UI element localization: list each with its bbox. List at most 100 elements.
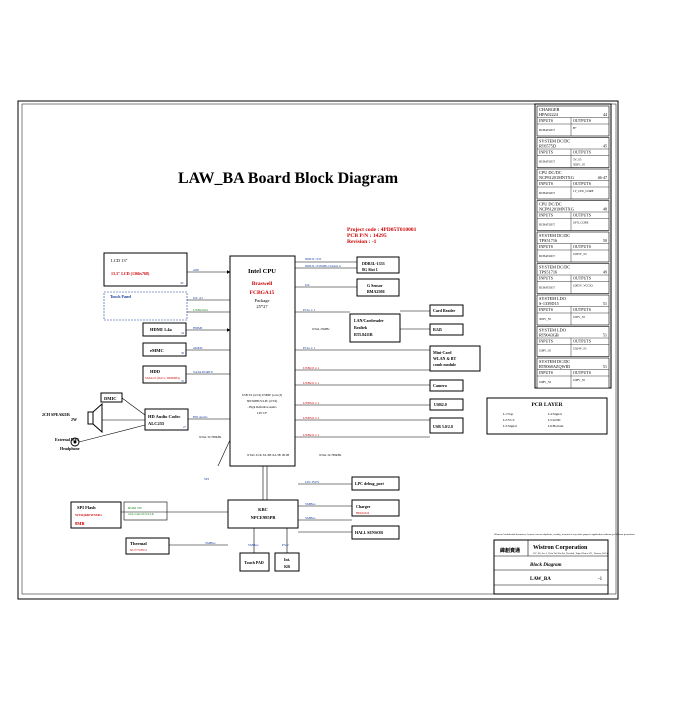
- dmic-block: [100, 392, 123, 403]
- touchpad-label: Touch PAD: [244, 560, 264, 565]
- link-usb2-1: USB2.0 x 1: [303, 366, 320, 370]
- power-row-num: 45: [603, 144, 607, 149]
- lcd-sub: 13.3" LCD (1366x768): [111, 271, 150, 276]
- power-row-out-value: 1D8V_S5: [573, 378, 586, 382]
- cpu-pkg: FCBGA15: [250, 290, 275, 296]
- hdmi-block: [142, 322, 187, 337]
- power-row: [536, 168, 610, 200]
- lan-part: RTL8411B: [354, 332, 373, 337]
- speaker-icon: [87, 402, 103, 434]
- power-row-title: CHARGER: [539, 107, 560, 112]
- link-usb2-2: USB2.0 x 1: [303, 381, 320, 385]
- pcb-layer-row-1-b: L5:GND: [548, 418, 561, 422]
- power-row-out-value: 3D3V_S5: [573, 163, 586, 167]
- title-rev: -1: [598, 577, 603, 582]
- power-row-in-header: INPUTS: [539, 244, 553, 249]
- power-row-out-value: 1D5V_S5: [573, 315, 586, 319]
- power-row: [536, 200, 610, 231]
- link-i2c: I2C AI: [193, 296, 203, 300]
- thermal-label: Thermal: [130, 541, 147, 546]
- link-ddr3: DDR3L 1333: [305, 257, 322, 261]
- cpu-feature-2: - High Definition Audio: [248, 405, 277, 409]
- kbc-part: NPCE985PB: [251, 515, 276, 520]
- link-lpc: LPC BUS: [305, 480, 319, 484]
- power-row-in-header: INPUTS: [539, 118, 553, 123]
- cpu-name: Intel CPU: [248, 268, 276, 275]
- power-row-part: TPS51716: [539, 270, 558, 275]
- charger-block: [351, 499, 400, 517]
- minicard-sub: WLAN & BT: [433, 356, 456, 361]
- inner-frame: [21, 103, 617, 595]
- power-row-in-value: DCBATOUT: [539, 191, 555, 195]
- kbc-label: KBC: [258, 507, 268, 512]
- camera-block: [429, 379, 464, 392]
- keyboard-label-2: KB: [284, 564, 290, 569]
- link-xtal1: XTAL 25MHz: [312, 327, 330, 331]
- power-row-in-header: INPUTS: [539, 150, 553, 155]
- mic-label: External MIC: [55, 437, 79, 442]
- link-ddr3-ch: DDR3L 1333MHz Channel A: [305, 264, 342, 268]
- power-row-in-header: INPUTS: [539, 276, 553, 281]
- usb30-label: USB 3.0/2.0: [433, 424, 453, 429]
- power-row-out-header: OUTPUTS: [573, 276, 591, 281]
- power-row: [536, 231, 610, 263]
- gsensor-label: G Sensor: [367, 283, 383, 288]
- power-row-in-value: DCBATOUT: [539, 223, 555, 227]
- link-spi: SPI: [204, 477, 210, 481]
- power-row-in-value: 3D3V_S5: [539, 317, 552, 321]
- spi-flash-size: 8MB: [75, 521, 85, 526]
- power-row-num: 51: [603, 301, 607, 306]
- power-row-part: NCP81201MNTXG: [539, 207, 574, 212]
- power-row-out-value: 1D35V_S3: [573, 252, 587, 256]
- touch-panel: Touch Panel: [110, 294, 132, 299]
- power-row: [536, 105, 610, 137]
- power-row-part: S-1339D15: [539, 301, 559, 306]
- speaker-label: 2CH SPEAKER: [42, 412, 70, 417]
- power-row-part: HPA02224: [539, 112, 559, 117]
- power-row-out-header: OUTPUTS: [573, 213, 591, 218]
- rom-block: [123, 501, 168, 521]
- pcb-layer-row-0-a: L1:Top: [503, 412, 514, 416]
- diagram-title: LAW_BA Board Block Diagram: [178, 170, 399, 187]
- power-row-part: RT8068AZQWID: [539, 364, 570, 369]
- hdmi-num: 34: [181, 331, 185, 335]
- power-row-in-value: 1D8V_S5: [539, 380, 552, 384]
- hdd-num: 35: [181, 379, 185, 383]
- audio-codec-sub: ALC255: [148, 421, 165, 426]
- spi-flash-label: SPI Flash: [77, 505, 96, 510]
- power-row-num: 51: [603, 364, 607, 369]
- power-row-num: 50: [603, 238, 607, 243]
- power-row-in-value: DCBATOUT: [539, 286, 555, 290]
- spi-flash-part: W25Q64FWSSIG: [75, 513, 102, 517]
- gsensor-part: BMA250E: [367, 289, 385, 294]
- power-row-title: SYSTEM LDO: [539, 296, 566, 301]
- power-row-part: RT9043GB: [539, 333, 559, 338]
- link-xtal2: XTAL 32.768KHz: [199, 435, 222, 439]
- usb20-label: USB2.0: [434, 402, 447, 407]
- pcb-layer-row-2-a: L3:Signal: [503, 424, 517, 428]
- hdmi-label: HDMI 1.4a: [150, 327, 172, 332]
- audio-codec-block: [144, 408, 189, 431]
- cpu-feature-3: LPC I/F: [257, 411, 267, 415]
- pcb-layer-row-2-b: L6:Bottom: [548, 424, 564, 428]
- power-row: [536, 326, 610, 357]
- link-smbus1: SMBus: [305, 502, 316, 506]
- power-row-title: SYSTEM DC/DC: [539, 233, 570, 238]
- power-row-title: SYSTEM DC/DC: [539, 139, 570, 144]
- power-row-out-value: 1D05V_VCCIO: [573, 284, 594, 288]
- connectors: [78, 261, 430, 553]
- link-pcie1: PCIe x 1: [303, 308, 316, 312]
- link-sata: SATA PORT0: [193, 370, 213, 374]
- power-row: [536, 357, 610, 389]
- power-row: [536, 294, 610, 326]
- lpc-debug-label: LPC debug_port: [355, 481, 384, 486]
- cpu-package-size: 25*27: [256, 304, 268, 309]
- power-row-part: RT6575D: [539, 144, 556, 149]
- title-company: Wistron Corporation: [533, 545, 588, 551]
- lan-label: LAN/Cardreader: [354, 318, 384, 323]
- power-row-title: CPU DC/DC: [539, 202, 562, 207]
- title-project: LAW_BA: [530, 577, 551, 582]
- emmc-block: [142, 342, 187, 357]
- link-smbus2: SMBus: [305, 516, 316, 520]
- power-row-in-header: INPUTS: [539, 307, 553, 312]
